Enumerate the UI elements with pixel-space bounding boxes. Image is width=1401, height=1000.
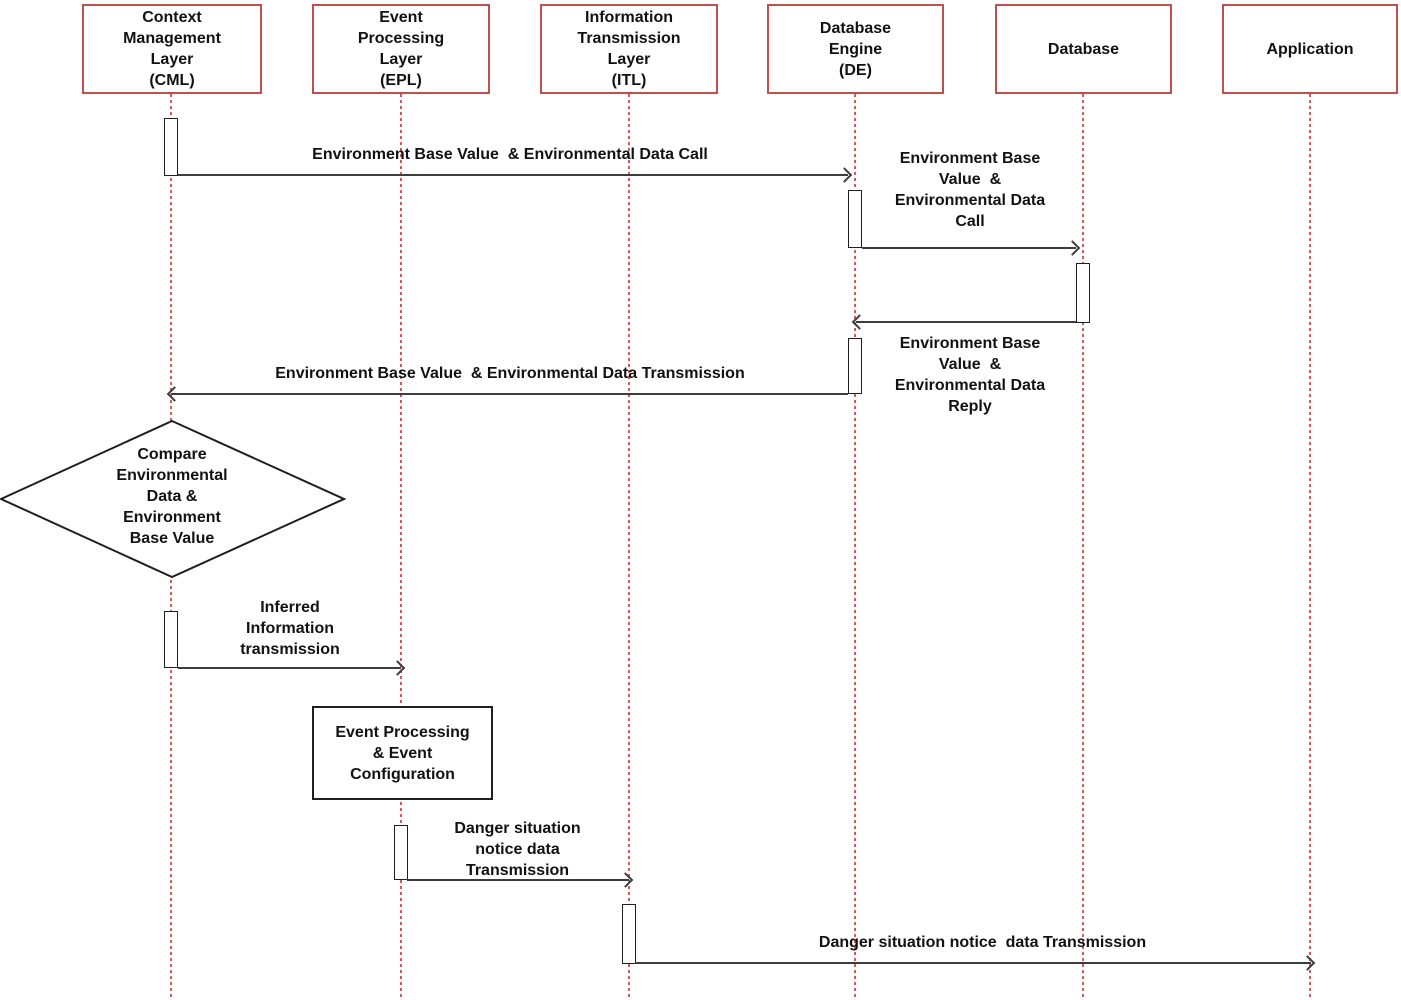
message-arrow-env-data-transmission: [166, 386, 848, 402]
decision-diamond: [0, 420, 346, 578]
arrowhead-right-icon: [1299, 955, 1316, 971]
arrowhead-right-icon: [617, 872, 634, 888]
lifeline-de: [854, 94, 856, 998]
lifeline-epl: [400, 94, 402, 998]
lifeline-application: [1309, 94, 1311, 998]
message-arrow-env-data-reply: [851, 314, 1076, 330]
process-label: Event Processing & Event Configuration: [335, 723, 470, 783]
actor-box-de: Database Engine (DE): [767, 4, 944, 94]
lifeline-database: [1082, 94, 1084, 998]
activation-bar-de-2: [848, 338, 862, 394]
actor-box-epl: Event Processing Layer (EPL): [312, 4, 490, 94]
message-label-env-data-call: Environment Base Value & Environmental D…: [312, 146, 708, 163]
message-label-env-data-transmission: Environment Base Value & Environmental D…: [275, 365, 745, 382]
message-arrow-env-data-call: [178, 167, 853, 183]
activation-bar-database: [1076, 263, 1090, 323]
message-label-env-data-call-db: Environment Base Value & Environmental D…: [894, 150, 1046, 230]
message-label-inferred-information: Inferred Information transmission: [240, 599, 340, 658]
activation-bar-de-1: [848, 190, 862, 248]
message-label-env-data-reply: Environment Base Value & Environmental D…: [894, 335, 1046, 415]
actor-box-database: Database: [995, 4, 1172, 94]
actor-label-de: Database Engine (DE): [819, 19, 892, 79]
activation-bar-epl: [394, 825, 408, 880]
decision-label: Compare Environmental Data & Environment…: [116, 446, 228, 547]
actor-label-epl: Event Processing Layer (EPL): [357, 9, 445, 89]
message-arrow-inferred-information: [178, 660, 406, 676]
activation-bar-cml-2: [164, 611, 178, 668]
lifeline-itl: [628, 94, 630, 998]
actor-box-cml: Context Management Layer (CML): [82, 4, 262, 94]
arrowhead-right-icon: [389, 660, 406, 676]
activation-bar-cml-1: [164, 118, 178, 176]
message-label-danger-notice-itl: Danger situation notice data Transmissio…: [818, 934, 1147, 951]
actor-box-itl: Information Transmission Layer (ITL): [540, 4, 718, 94]
arrowhead-right-icon: [836, 167, 853, 183]
process-box: Event Processing & Event Configuration: [312, 706, 493, 800]
actor-label-cml: Context Management Layer (CML): [123, 9, 221, 89]
actor-label-itl: Information Transmission Layer (ITL): [577, 9, 681, 89]
actor-label-database: Database: [1047, 40, 1120, 58]
message-arrow-danger-notice-epl: [407, 872, 634, 888]
arrowhead-right-icon: [1064, 240, 1081, 256]
message-arrow-env-data-call-db: [862, 240, 1081, 256]
actor-box-application: Application: [1222, 4, 1398, 94]
message-arrow-danger-notice-itl: [635, 955, 1316, 971]
activation-bar-itl: [622, 904, 636, 964]
message-label-danger-notice-epl: Danger situation notice data Transmissio…: [454, 820, 581, 879]
actor-label-application: Application: [1266, 40, 1354, 58]
